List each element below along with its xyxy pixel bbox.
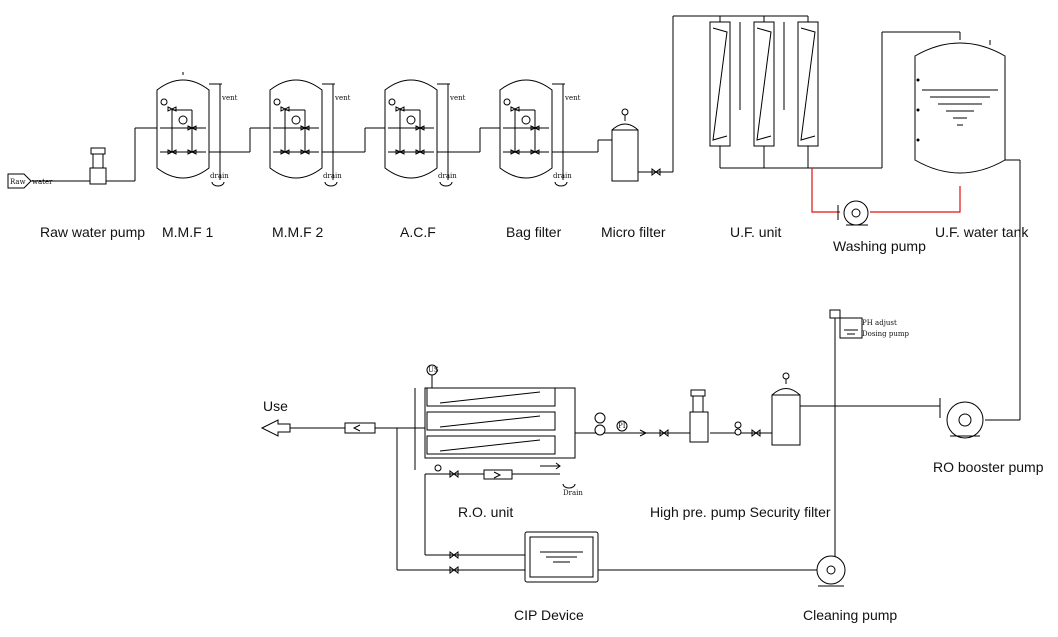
raw-water-inlet: Raw water xyxy=(7,173,90,189)
washing-pump-label: Washing pump xyxy=(833,238,926,254)
cip-piping xyxy=(396,428,820,574)
ph-adjust-label: PH adjust xyxy=(862,319,897,327)
ro-booster-pump-label: RO booster pump xyxy=(933,459,1044,475)
cleaning-pump xyxy=(816,546,846,587)
ph-dosing: PH adjust Dosing pump xyxy=(829,309,909,560)
ro-unit-label: R.O. unit xyxy=(458,504,513,520)
cleaning-pump-label: Cleaning pump xyxy=(803,607,897,623)
vent-label: vent xyxy=(221,94,238,102)
security-filter xyxy=(710,372,801,446)
use-label: Use xyxy=(263,398,288,414)
washing-loop xyxy=(811,168,961,213)
mmf1-label: M.M.F 1 xyxy=(162,224,214,240)
bag-filter-label: Bag filter xyxy=(506,224,562,240)
water-label: water xyxy=(32,178,53,186)
vent-label: vent xyxy=(564,94,581,102)
ro-unit: US Drain xyxy=(375,364,583,497)
bag-filter-vessel: vent drain xyxy=(499,79,612,187)
vent-label: vent xyxy=(449,94,466,102)
us-label: US xyxy=(428,366,439,374)
drain-label: drain xyxy=(553,172,572,180)
dosing-pump-label: Dosing pump xyxy=(862,330,909,338)
mmf2-vessel: vent drain xyxy=(269,79,388,187)
mmf1-vessel: vent drain xyxy=(156,72,273,187)
uf-water-tank xyxy=(914,32,1021,421)
uf-unit xyxy=(709,16,960,169)
raw-water-pump-label: Raw water pump xyxy=(40,224,145,240)
uf-unit-label: U.F. unit xyxy=(730,224,781,240)
ro-booster-pump xyxy=(800,398,984,439)
cip-device xyxy=(524,531,599,583)
micro-filter-label: Micro filter xyxy=(601,224,666,240)
drain-label: drain xyxy=(210,172,229,180)
drain-label: drain xyxy=(323,172,342,180)
vent-label: vent xyxy=(334,94,351,102)
mmf2-label: M.M.F 2 xyxy=(272,224,324,240)
pi-label: PI xyxy=(618,422,626,430)
uf-water-tank-label: U.F. water tank xyxy=(935,224,1029,240)
high-pressure-pump: PI xyxy=(575,389,709,443)
raw-water-pump xyxy=(89,127,160,185)
raw-label: Raw xyxy=(10,178,26,186)
cip-device-label: CIP Device xyxy=(514,607,584,623)
washing-pump xyxy=(837,200,869,226)
acf-label: A.C.F xyxy=(400,224,436,240)
drain-label: drain xyxy=(438,172,457,180)
acf-vessel: vent drain xyxy=(384,79,503,187)
security-filter-label: High pre. pump Security filter xyxy=(650,504,831,520)
use-outlet xyxy=(260,419,376,437)
ro-drain-label: Drain xyxy=(563,489,583,497)
micro-filter xyxy=(611,15,808,182)
